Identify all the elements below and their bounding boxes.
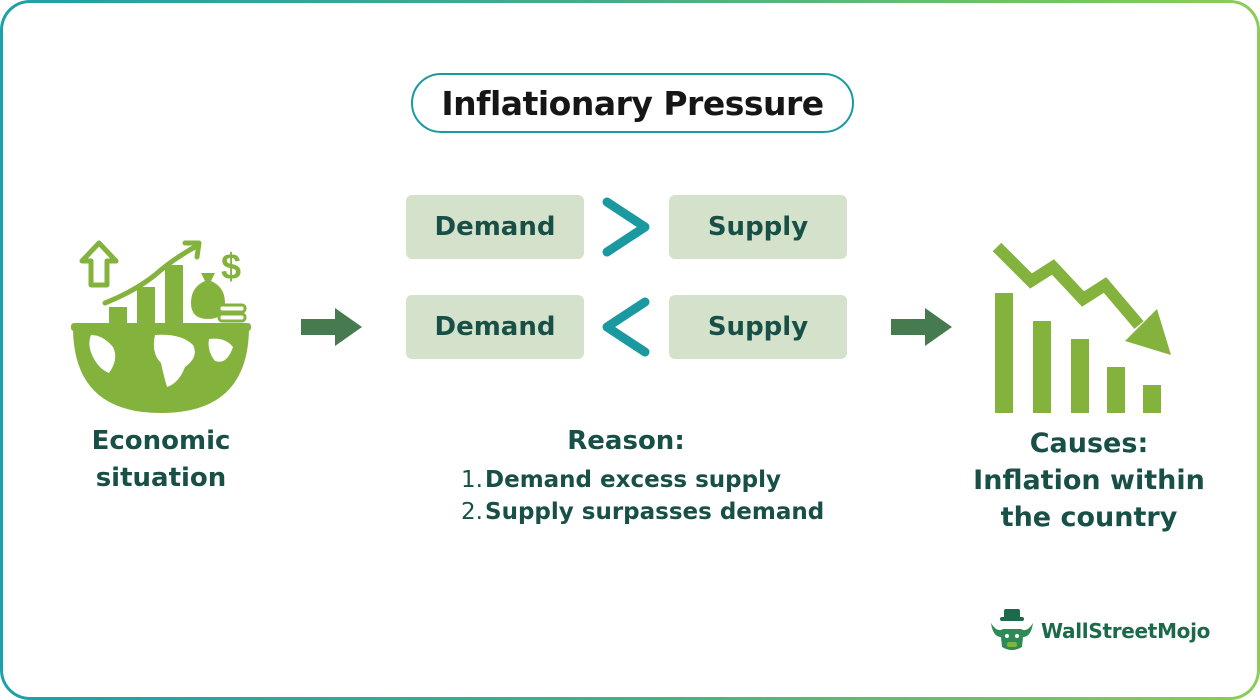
reason-item: 2. Supply surpasses demand [459, 499, 824, 531]
logo-bull-icon [991, 609, 1033, 650]
page-title: Inflationary Pressure [411, 73, 854, 133]
reason-item-number: 1. [461, 467, 483, 493]
causes-label: Causes: Inflation within the country [963, 425, 1215, 536]
logo-text: WallStreetMojo [1041, 619, 1211, 643]
diagram-canvas: Inflationary Pressure $ [3, 3, 1257, 697]
reason-item-text: Demand excess supply [485, 467, 781, 493]
reason-item: 1. Demand excess supply [459, 467, 824, 499]
reason-title: Reason: [567, 426, 685, 456]
supply-box-row2: Supply [669, 295, 847, 359]
arrow-right-icon [301, 308, 362, 346]
causes-line3: the country [1000, 502, 1178, 533]
declining-chart-icon [992, 242, 1171, 413]
demand-box-row2: Demand [406, 295, 584, 359]
economic-situation-line2: situation [95, 463, 227, 493]
demand-box-row1: Demand [406, 195, 584, 259]
reason-item-number: 2. [461, 499, 483, 525]
globe-growth-icon: $ [71, 240, 251, 413]
svg-text:$: $ [221, 246, 241, 287]
economic-situation-line1: Economic [91, 426, 231, 456]
reason-item-text: Supply surpasses demand [485, 499, 825, 525]
arrow-right-icon [891, 308, 952, 346]
causes-line2: Inflation within [973, 465, 1205, 496]
economic-situation-label: Economic situation [63, 423, 259, 497]
greater-than-icon [602, 197, 650, 257]
causes-line1: Causes: [1029, 428, 1149, 459]
wallstreetmojo-logo: WallStreetMojo [989, 609, 1210, 653]
reason-list: 1. Demand excess supply 2. Supply surpas… [459, 467, 824, 531]
less-than-icon [602, 297, 650, 357]
supply-box-row1: Supply [669, 195, 847, 259]
